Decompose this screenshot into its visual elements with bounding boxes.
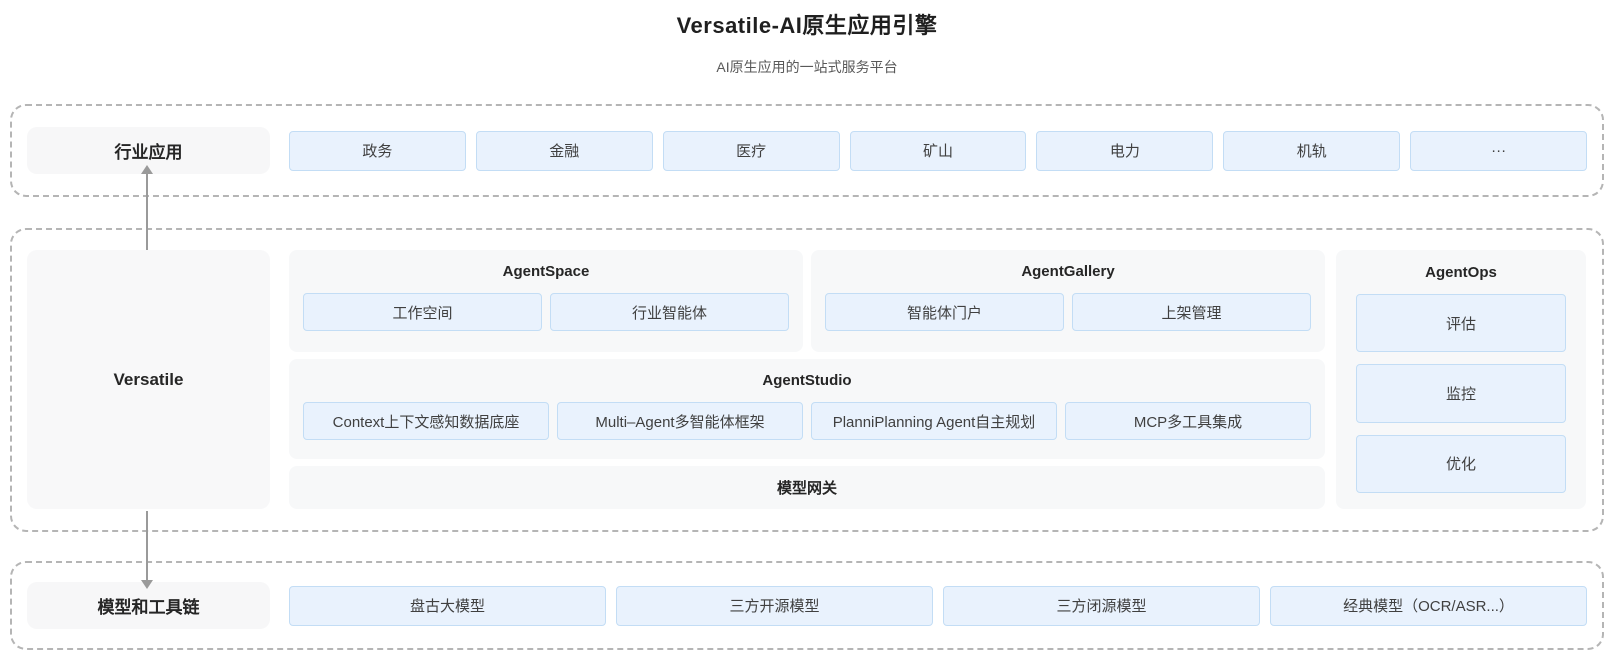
industry-applications-layer: 行业应用 政务 金融 医疗 矿山 电力 机轨 ··· <box>10 104 1604 197</box>
agent-ops-item-monitoring: 监控 <box>1356 364 1566 423</box>
arrow-up-icon <box>141 165 153 250</box>
agent-studio-item-multi-agent: Multi–Agent多智能体框架 <box>557 402 803 441</box>
model-item-classic: 经典模型（OCR/ASR...） <box>1270 585 1587 626</box>
versatile-label: Versatile <box>27 250 270 509</box>
industry-items-row: 政务 金融 医疗 矿山 电力 机轨 ··· <box>289 130 1588 171</box>
agent-studio-card: AgentStudio Context上下文感知数据底座 Multi–Agent… <box>289 359 1325 459</box>
models-toolchain-layer: 模型和工具链 盘古大模型 三方开源模型 三方闭源模型 经典模型（OCR/ASR.… <box>10 561 1604 650</box>
agent-ops-item-optimization: 优化 <box>1356 434 1566 493</box>
agent-gallery-item-portal: 智能体门户 <box>825 293 1064 331</box>
model-item-closed-source: 三方闭源模型 <box>943 585 1260 626</box>
versatile-platform-layer: Versatile AgentSpace 工作空间 行业智能体 AgentGal… <box>10 228 1604 532</box>
industry-item-government: 政务 <box>289 130 466 171</box>
page-subtitle: AI原生应用的一站式服务平台 <box>716 59 898 75</box>
agent-gallery-item-publishing: 上架管理 <box>1072 293 1311 331</box>
agent-space-title: AgentSpace <box>502 263 590 280</box>
page-title: Versatile-AI原生应用引擎 <box>676 13 938 38</box>
agent-gallery-title: AgentGallery <box>1021 263 1115 280</box>
model-item-open-source: 三方开源模型 <box>616 585 933 626</box>
industry-item-rail: 机轨 <box>1223 130 1401 171</box>
agent-space-item-workspace: 工作空间 <box>303 293 542 331</box>
models-layer-label: 模型和工具链 <box>27 582 270 629</box>
industry-item-power: 电力 <box>1036 130 1214 171</box>
agent-ops-item-evaluation: 评估 <box>1356 294 1566 353</box>
agent-studio-title: AgentStudio <box>762 372 852 390</box>
industry-item-mining: 矿山 <box>849 130 1027 171</box>
agent-studio-item-context: Context上下文感知数据底座 <box>303 402 549 441</box>
models-items-row: 盘古大模型 三方开源模型 三方闭源模型 经典模型（OCR/ASR...） <box>289 585 1587 626</box>
agent-ops-title: AgentOps <box>1425 264 1497 281</box>
industry-item-healthcare: 医疗 <box>662 130 840 171</box>
agent-space-item-industry-agent: 行业智能体 <box>550 293 789 331</box>
model-gateway-bar: 模型网关 <box>289 465 1325 509</box>
agent-space-card: AgentSpace 工作空间 行业智能体 <box>289 250 803 353</box>
agent-studio-item-mcp: MCP多工具集成 <box>1065 402 1311 441</box>
industry-item-finance: 金融 <box>475 130 653 171</box>
agent-gallery-card: AgentGallery 智能体门户 上架管理 <box>811 250 1325 353</box>
industry-item-more: ··· <box>1410 130 1588 171</box>
agent-studio-item-planning: PlanniPlanning Agent自主规划 <box>811 402 1057 441</box>
arrow-down-icon <box>141 511 153 589</box>
model-item-pangu: 盘古大模型 <box>289 585 606 626</box>
agent-ops-card: AgentOps 评估 监控 优化 <box>1336 250 1586 509</box>
